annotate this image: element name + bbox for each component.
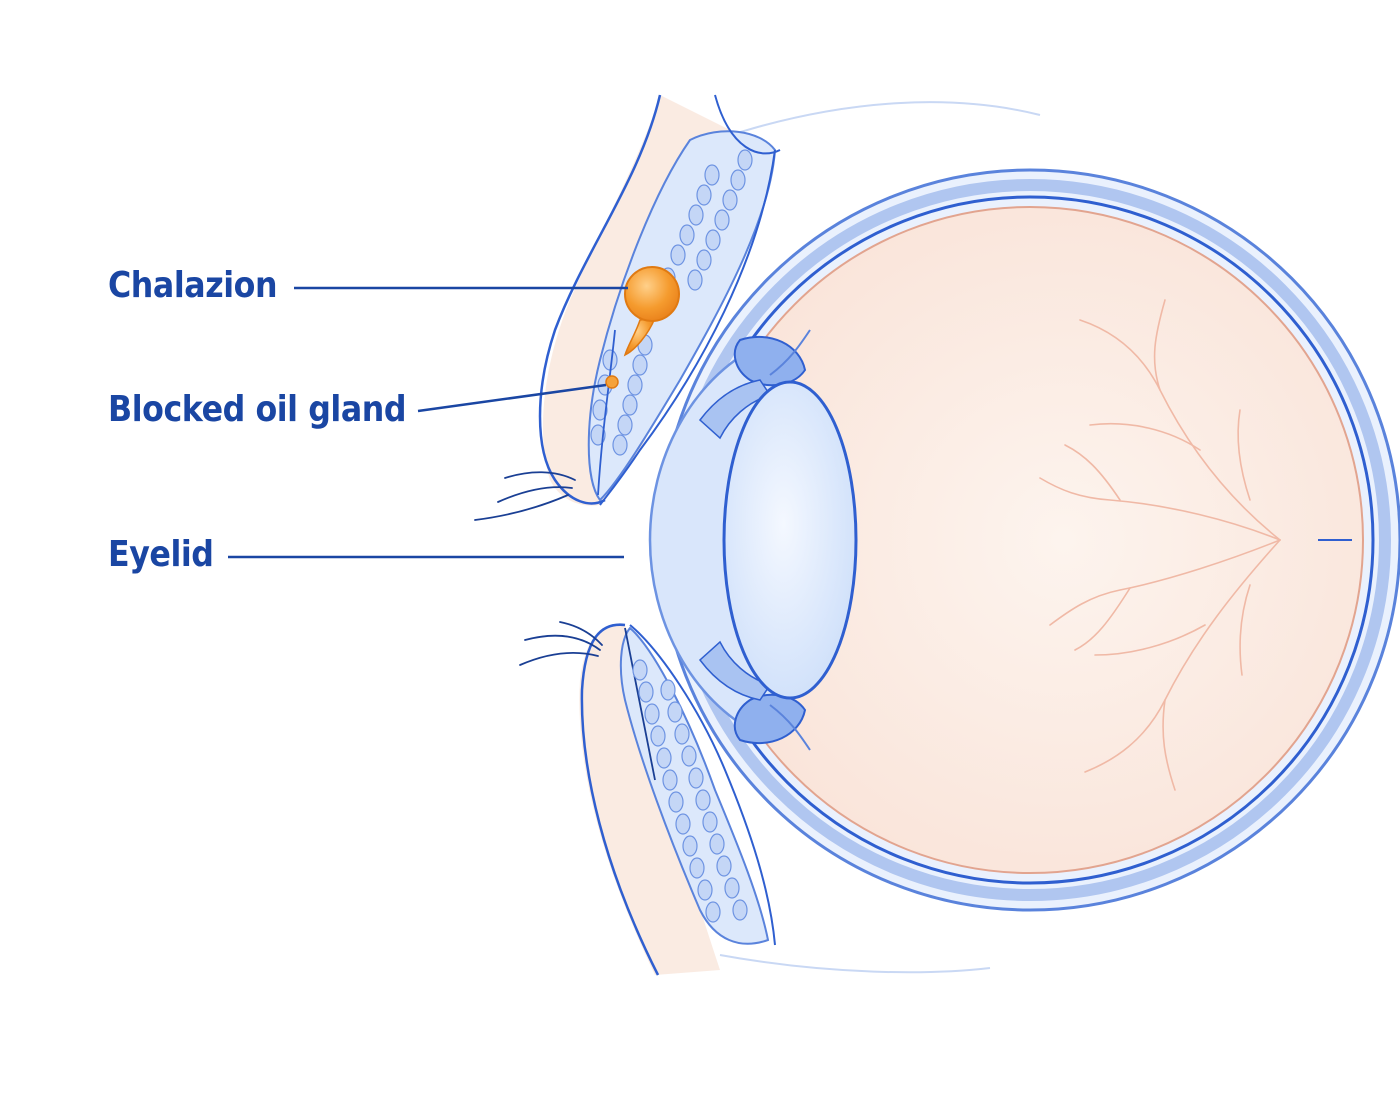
lower-lid-outline xyxy=(580,623,660,976)
upper-eyelid xyxy=(474,94,781,521)
blocked-gland-dot xyxy=(605,375,619,389)
lens xyxy=(722,380,858,700)
gland-duct-lower xyxy=(624,627,656,781)
upper-eyelashes xyxy=(474,471,576,521)
upper-conjunctiva xyxy=(714,94,781,155)
chalazion-body xyxy=(624,266,680,322)
lower-eyelid xyxy=(519,621,776,976)
retinal-vessels xyxy=(1039,299,1281,791)
upper-lid-inner-edge xyxy=(599,149,776,506)
zonule-upper xyxy=(769,329,811,376)
blocked-gland-leader-line xyxy=(417,383,607,413)
chalazion-tail xyxy=(623,317,657,357)
lower-conjunctiva xyxy=(629,624,776,946)
chalazion-label: Chalazion xyxy=(108,265,278,306)
eyeball xyxy=(658,168,1400,912)
lower-eyelashes xyxy=(519,621,603,666)
meibomian-glands-lower xyxy=(632,659,748,923)
cheek-contour xyxy=(719,954,991,974)
zonule-lower xyxy=(769,704,811,751)
blocked-oil-gland-label: Blocked oil gland xyxy=(108,389,407,430)
lower-lid-skin xyxy=(579,624,720,975)
anterior-segment xyxy=(648,329,858,751)
brow-contour xyxy=(714,101,1041,141)
eyelid-label: Eyelid xyxy=(108,534,214,575)
chalazion-cyst xyxy=(623,266,680,357)
gland-duct-upper xyxy=(597,329,616,496)
